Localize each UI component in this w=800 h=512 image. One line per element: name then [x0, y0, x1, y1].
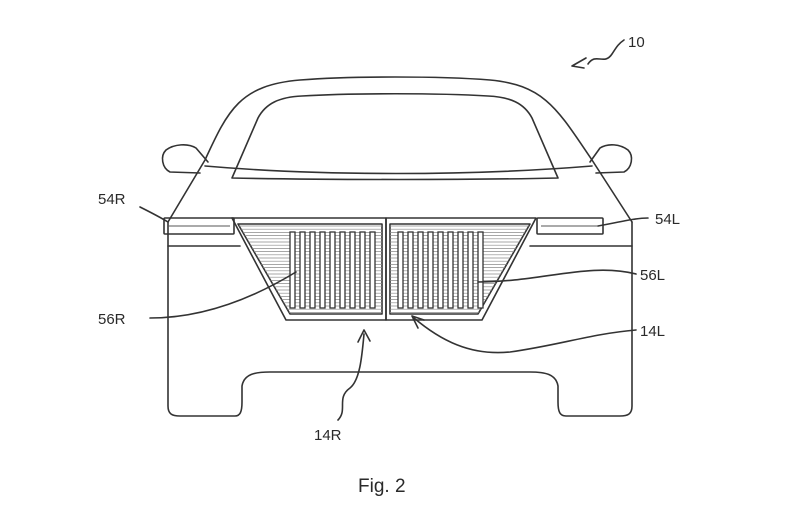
label-54L: 54L: [655, 211, 680, 228]
grille-right: [231, 217, 387, 321]
label-54R: 54R: [98, 191, 126, 208]
grille-slat: [457, 231, 464, 309]
grille-slat: [369, 231, 376, 309]
label-56R: 56R: [98, 311, 126, 328]
arrow-14R: [357, 329, 371, 343]
grille-slat: [299, 231, 306, 309]
headlight-right: [163, 217, 235, 235]
mirror-left: [589, 144, 633, 174]
grille-slat: [477, 231, 484, 309]
headlight-left: [536, 217, 604, 235]
leader-14L: [413, 317, 637, 354]
grille-slat: [339, 231, 346, 309]
mirror-right: [161, 144, 209, 174]
grille-slat: [309, 231, 316, 309]
leader-54L: [597, 217, 649, 227]
label-56L: 56L: [640, 267, 665, 284]
figure-caption: Fig. 2: [358, 476, 406, 497]
grille-slat: [467, 231, 474, 309]
label-10: 10: [628, 34, 645, 51]
leader-56L: [477, 269, 637, 283]
grille-slat: [437, 231, 444, 309]
grille-left: [385, 217, 537, 321]
lower-body-outline: [167, 221, 633, 417]
hood-line: [204, 165, 593, 175]
grille-slat: [427, 231, 434, 309]
leader-14R: [337, 333, 365, 421]
grille-slat: [447, 231, 454, 309]
windshield: [231, 92, 559, 181]
arrow-14L: [411, 315, 425, 329]
grille-slat: [289, 231, 296, 309]
grille-slat: [397, 231, 404, 309]
grille-slat: [349, 231, 356, 309]
grille-slat: [417, 231, 424, 309]
leader-10: [587, 39, 625, 65]
leader-54R: [139, 206, 169, 223]
leader-56R: [149, 271, 297, 319]
grille-slat: [407, 231, 414, 309]
grille-slat: [359, 231, 366, 309]
grille-slat: [319, 231, 326, 309]
arrow-10: [571, 57, 587, 69]
grille-slat: [329, 231, 336, 309]
label-14L: 14L: [640, 323, 665, 340]
car-roof-outline: [167, 76, 633, 223]
leader-lines: [139, 39, 649, 421]
headlights: [163, 217, 604, 235]
car-body: [161, 76, 633, 417]
label-14R: 14R: [314, 427, 342, 444]
